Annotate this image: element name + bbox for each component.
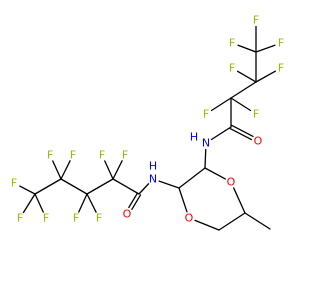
bond-n1-r1 (158, 180, 180, 189)
bond-r2-r3 (204, 167, 226, 180)
bond-c1-f1 (19, 185, 36, 195)
bond-c2-f4 (52, 160, 62, 180)
bond-c4-f8 (104, 160, 114, 180)
atom-label-f-f14: F (229, 37, 235, 50)
atom-label-o-r6: O (185, 212, 194, 225)
bond-c9-f14 (237, 44, 257, 53)
bond-c3-c4 (86, 178, 114, 195)
bond-r4-r5 (218, 212, 246, 231)
atom-label-f-f1: F (11, 177, 17, 190)
bond-c8-f13 (255, 70, 276, 83)
bond-c1-f3 (34, 193, 44, 213)
bond-c1-c2 (34, 178, 62, 195)
bond-c4-f9 (112, 160, 123, 180)
bond-n2-c6 (210, 126, 232, 141)
atom-label-o-o1: O (123, 208, 132, 221)
bond-c7-c8 (230, 81, 257, 99)
atom-label-n-n2: N (202, 137, 210, 150)
atom-label-o-o2: O (254, 135, 263, 148)
atom-label-h-h1: H (149, 160, 157, 173)
atom-label-f-f11: F (253, 108, 259, 121)
bond-c6-o2-line-2 (229, 127, 253, 141)
atom-label-o-r3: O (227, 176, 236, 189)
bond-c5-o1-line-1 (131, 194, 142, 211)
bond-c7-f10 (210, 97, 232, 112)
bond-c2-f5 (60, 160, 71, 180)
atom-label-f-f6: F (73, 212, 79, 225)
bond-layer (19, 25, 276, 231)
bond-r1-r2 (178, 167, 206, 189)
bond-r4-me (244, 212, 271, 230)
bond-r5-r6 (194, 219, 220, 231)
bond-c3-f7 (86, 193, 97, 213)
bond-c5-n1 (138, 183, 150, 195)
atom-label-f-f5: F (70, 149, 76, 162)
bond-c4-c5 (112, 178, 140, 195)
atom-label-f-f13: F (278, 62, 284, 75)
bond-r2-n2 (204, 148, 207, 169)
bond-r3-r4 (233, 187, 246, 214)
atom-label-f-f3: F (43, 212, 49, 225)
bond-c3-f6 (78, 193, 88, 213)
bond-c1-f2 (22, 193, 36, 214)
bond-c8-f12 (236, 70, 257, 83)
bond-c2-c3 (60, 178, 88, 195)
atom-label-f-f8: F (99, 149, 105, 162)
bond-r6-r1 (178, 187, 188, 213)
atom-label-f-f2: F (17, 212, 23, 225)
bond-c7-f11 (230, 97, 252, 112)
atom-label-f-f16: F (253, 14, 259, 27)
bond-c5-o1-line-2 (128, 192, 139, 209)
bond-c6-o2-line-1 (231, 124, 254, 138)
atom-label-f-f15: F (278, 37, 284, 50)
atom-label-f-f12: F (229, 62, 235, 75)
atom-label-f-f9: F (122, 149, 128, 162)
atom-label-f-f4: F (47, 149, 53, 162)
atom-label-f-f10: F (203, 108, 209, 121)
atom-label-h-h2: H (190, 131, 198, 144)
bond-c9-f15 (255, 44, 276, 53)
atom-label-n-n1: N (149, 173, 157, 186)
atom-label-f-f7: F (96, 212, 102, 225)
